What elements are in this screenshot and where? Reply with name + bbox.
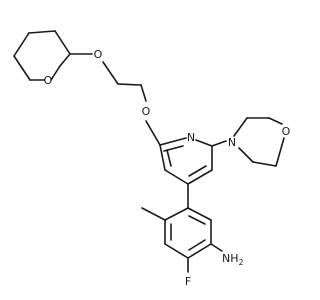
fluorine-label: F xyxy=(185,275,191,288)
molecule-structure: O O O N N O F NH2 xyxy=(13,30,291,288)
pyridine-nitrogen-label: N xyxy=(187,131,195,144)
amine-nh-text: NH xyxy=(222,252,239,265)
aryl-ether-oxygen-label: O xyxy=(142,105,151,118)
ethoxy-linker xyxy=(69,53,161,146)
substituents xyxy=(141,207,223,273)
ether-oxygen-label: O xyxy=(94,48,103,61)
ring-oxygen-label: O xyxy=(44,74,53,87)
thp-ring xyxy=(13,30,71,81)
benzene-ring xyxy=(164,183,212,259)
amine-label: NH2 xyxy=(222,252,244,267)
pyridine-ring xyxy=(159,137,213,185)
morpholine-nitrogen-label: N xyxy=(228,136,236,149)
amine-subscript: 2 xyxy=(239,258,244,267)
atom-labels: O O O N N O F NH2 xyxy=(44,48,291,288)
morpholine-ring xyxy=(211,117,285,167)
morpholine-oxygen-label: O xyxy=(282,125,291,138)
